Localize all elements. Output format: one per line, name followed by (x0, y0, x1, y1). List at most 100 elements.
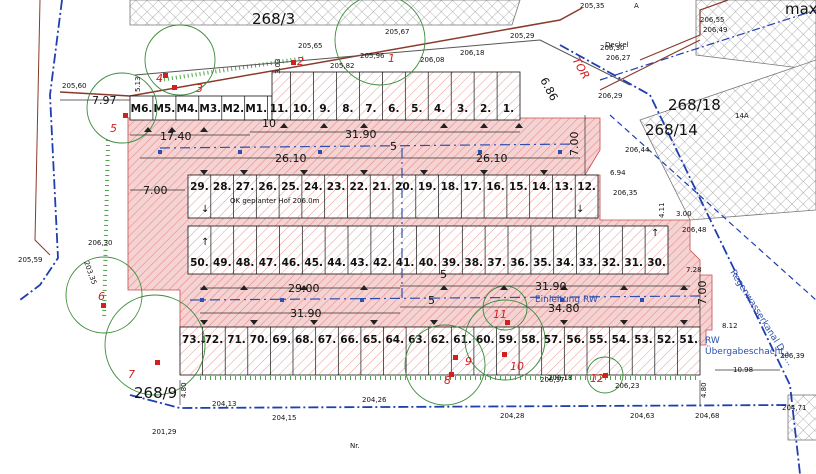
parking-slot-number: 46. (282, 257, 301, 269)
rw-label: RW (705, 336, 720, 346)
svg-text:205,96: 205,96 (360, 52, 385, 60)
tree-canopy-7 (104, 294, 206, 396)
svg-text:204,13: 204,13 (212, 400, 237, 408)
parking-slot-number: 16. (486, 181, 505, 193)
svg-text:205,59: 205,59 (18, 256, 43, 264)
tree-number-12: 12 (590, 372, 604, 385)
gate-label: TOR (569, 55, 592, 81)
svg-text:204,63: 204,63 (630, 412, 655, 420)
svg-text:↓: ↓ (201, 204, 209, 215)
dim-31-90-top: 31.90 (345, 128, 377, 141)
svg-text:206,44: 206,44 (625, 146, 650, 154)
tree-canopy-6 (65, 256, 143, 334)
parking-slot-number: 9. (319, 103, 330, 115)
tree-canopy-10 (464, 299, 546, 381)
tree-number-9: 9 (465, 355, 472, 368)
svg-text:205,60: 205,60 (62, 82, 87, 90)
parking-slot-number: 8. (342, 103, 353, 115)
parcel-max: max (785, 0, 816, 18)
parking-slot-number: 66. (340, 334, 359, 346)
hedge-top (159, 56, 306, 82)
road-line-right (599, 0, 729, 91)
parking-slot-number: 65. (363, 334, 382, 346)
drainage-lines (159, 143, 701, 301)
svg-text:205,82: 205,82 (330, 62, 355, 70)
parking-slot-number: 15. (509, 181, 528, 193)
dim-5-13: 5.13 (134, 76, 142, 92)
parking-slot-number: 57. (544, 334, 563, 346)
tree-number-5: 5 (110, 122, 117, 135)
parcel-a: A (634, 2, 639, 10)
parking-slot-number: 73. (182, 334, 201, 346)
parking-slot-number: 56. (566, 334, 585, 346)
neighbour-building-bottom-right (787, 394, 816, 441)
parking-slot-number: 60. (476, 334, 495, 346)
hedge-left (102, 139, 110, 321)
parking-slot-number: 61. (453, 334, 472, 346)
parking-slot-number: 3. (457, 103, 468, 115)
parcel-268-18: 268/18 (668, 96, 721, 114)
parking-slot-number: 32. (602, 257, 621, 269)
parking-slot-number: 24. (304, 181, 323, 193)
svg-text:206,23: 206,23 (615, 382, 640, 390)
svg-text:205,67: 205,67 (385, 28, 410, 36)
parking-slot-number: 7. (365, 103, 376, 115)
dim-6-86: 6.86 (537, 75, 560, 103)
parking-slot-number: 38. (464, 257, 483, 269)
parking-slot-number: 4. (434, 103, 445, 115)
parking-slot-number: 43. (350, 257, 369, 269)
parking-slot-number: 23. (327, 181, 346, 193)
svg-text:↓: ↓ (686, 335, 694, 346)
drain-markers (158, 150, 644, 302)
svg-text:205,35: 205,35 (580, 2, 605, 10)
parking-slot-number: 6. (388, 103, 399, 115)
dimension-ticks (144, 123, 688, 325)
parking-slot-labels: M6.M5.M4.M3.M2.M1.11.10.9.8.7.6.5.4.3.2.… (131, 103, 698, 346)
parcel-nr: Nr. (350, 442, 360, 450)
parking-slot-number: 55. (589, 334, 608, 346)
parking-slot-number: M2. (222, 103, 244, 115)
parking-slot-number: 34. (556, 257, 575, 269)
stormwater-inlet-label: Einleitung RW (535, 295, 598, 305)
parking-slot-number: 35. (533, 257, 552, 269)
dim-31-90-mid: 31.90 (535, 280, 567, 293)
sewer-line-right (599, 9, 816, 81)
dim-7-97: 7.97 (92, 94, 117, 107)
svg-text:204,71: 204,71 (782, 404, 807, 412)
dim-8-12: 8.12 (722, 322, 738, 330)
svg-text:↓: ↓ (576, 204, 584, 215)
parking-slot-number: M6. (131, 103, 153, 115)
dimension-lines (60, 99, 780, 405)
dim-3-03: 3.03 (274, 58, 282, 74)
parking-slot-number: 49. (213, 257, 232, 269)
svg-text:206,48: 206,48 (682, 226, 707, 234)
svg-text:206,35: 206,35 (613, 189, 638, 197)
dim-7-00-vertical: 7.00 (568, 132, 581, 157)
dim-5-vertical: 5 (440, 268, 447, 281)
parking-slot-number: 39. (442, 257, 461, 269)
parking-slot-number: 22. (349, 181, 368, 193)
parking-slot-number: 12. (577, 181, 596, 193)
parking-slot-number: 52. (657, 334, 676, 346)
dim-6-94: 6.94 (610, 169, 626, 177)
dim-4-80-left: 4.80 (180, 382, 188, 398)
parking-slot-number: 54. (612, 334, 631, 346)
parking-slot-number: 11. (270, 103, 289, 115)
tree-number-2: 2 (297, 55, 304, 68)
dim-29-00: 29.00 (288, 282, 320, 295)
parking-slot-number: M3. (199, 103, 221, 115)
parking-slot-number: 29. (190, 181, 209, 193)
svg-text:↑: ↑ (201, 237, 209, 248)
dim-34-80: 34.80 (548, 302, 580, 315)
parking-row-third (187, 225, 669, 275)
parking-slot-number: 40. (419, 257, 438, 269)
parking-slot-number: 30. (647, 257, 666, 269)
handover-shaft-label: Übergabeschacht (705, 346, 784, 357)
svg-text:204,26: 204,26 (362, 396, 387, 404)
dim-31-90-bottom: 31.90 (290, 307, 322, 320)
courtyard-height-label: OK geplanter Hof 206.0m (230, 197, 320, 205)
svg-text:↓: ↓ (199, 335, 207, 346)
dim-17-40: 17.40 (160, 130, 192, 143)
svg-text:206,08: 206,08 (420, 56, 445, 64)
